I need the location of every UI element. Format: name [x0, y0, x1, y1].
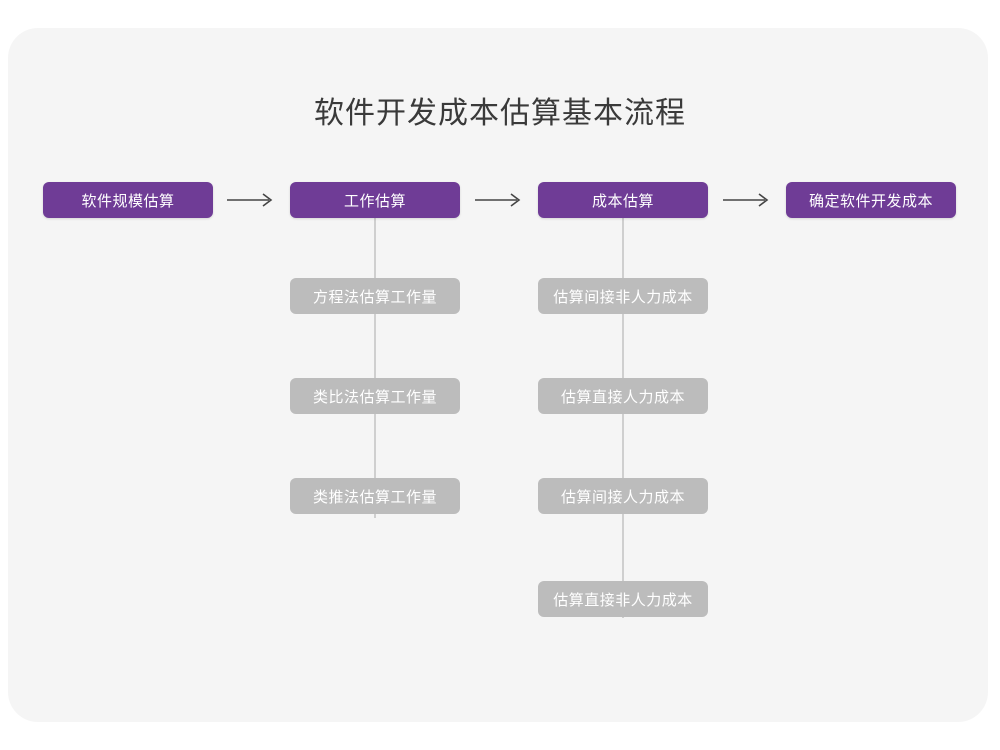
arrow-right-icon-1 [221, 182, 281, 218]
arrow-right-icon-2 [469, 182, 529, 218]
branch-node-indirect-nonlabor-cost[interactable]: 估算间接非人力成本 [538, 278, 708, 314]
branch-node-label: 方程法估算工作量 [312, 288, 437, 306]
branch-node-equation-method-workload[interactable]: 方程法估算工作量 [290, 278, 460, 314]
connector-line-work-branch [374, 218, 376, 518]
branch-node-label: 估算间接非人力成本 [553, 288, 693, 306]
content-card [8, 28, 988, 722]
flow-node-cost-estimation[interactable]: 成本估算 [538, 182, 708, 218]
branch-node-label: 类比法估算工作量 [312, 388, 437, 406]
arrow-right-icon-3 [717, 182, 777, 218]
branch-node-analogous-method-workload[interactable]: 类推法估算工作量 [290, 478, 460, 514]
flow-node-label: 确定软件开发成本 [808, 192, 933, 210]
branch-node-direct-nonlabor-cost[interactable]: 估算直接非人力成本 [538, 581, 708, 617]
flow-node-work-estimation[interactable]: 工作估算 [290, 182, 460, 218]
flow-node-software-scale-estimation[interactable]: 软件规模估算 [43, 182, 213, 218]
flow-node-label: 软件规模估算 [81, 192, 175, 210]
branch-node-analogy-method-workload[interactable]: 类比法估算工作量 [290, 378, 460, 414]
flow-node-label: 成本估算 [591, 192, 654, 210]
page-title: 软件开发成本估算基本流程 [314, 97, 686, 130]
branch-node-label: 估算直接人力成本 [560, 388, 685, 406]
branch-node-label: 类推法估算工作量 [312, 488, 437, 506]
flow-node-determine-development-cost[interactable]: 确定软件开发成本 [786, 182, 956, 218]
flow-node-label: 工作估算 [343, 192, 406, 210]
branch-node-indirect-labor-cost[interactable]: 估算间接人力成本 [538, 478, 708, 514]
branch-node-direct-labor-cost[interactable]: 估算直接人力成本 [538, 378, 708, 414]
branch-node-label: 估算直接非人力成本 [553, 591, 693, 609]
branch-node-label: 估算间接人力成本 [560, 488, 685, 506]
connector-line-cost-branch [622, 218, 624, 618]
